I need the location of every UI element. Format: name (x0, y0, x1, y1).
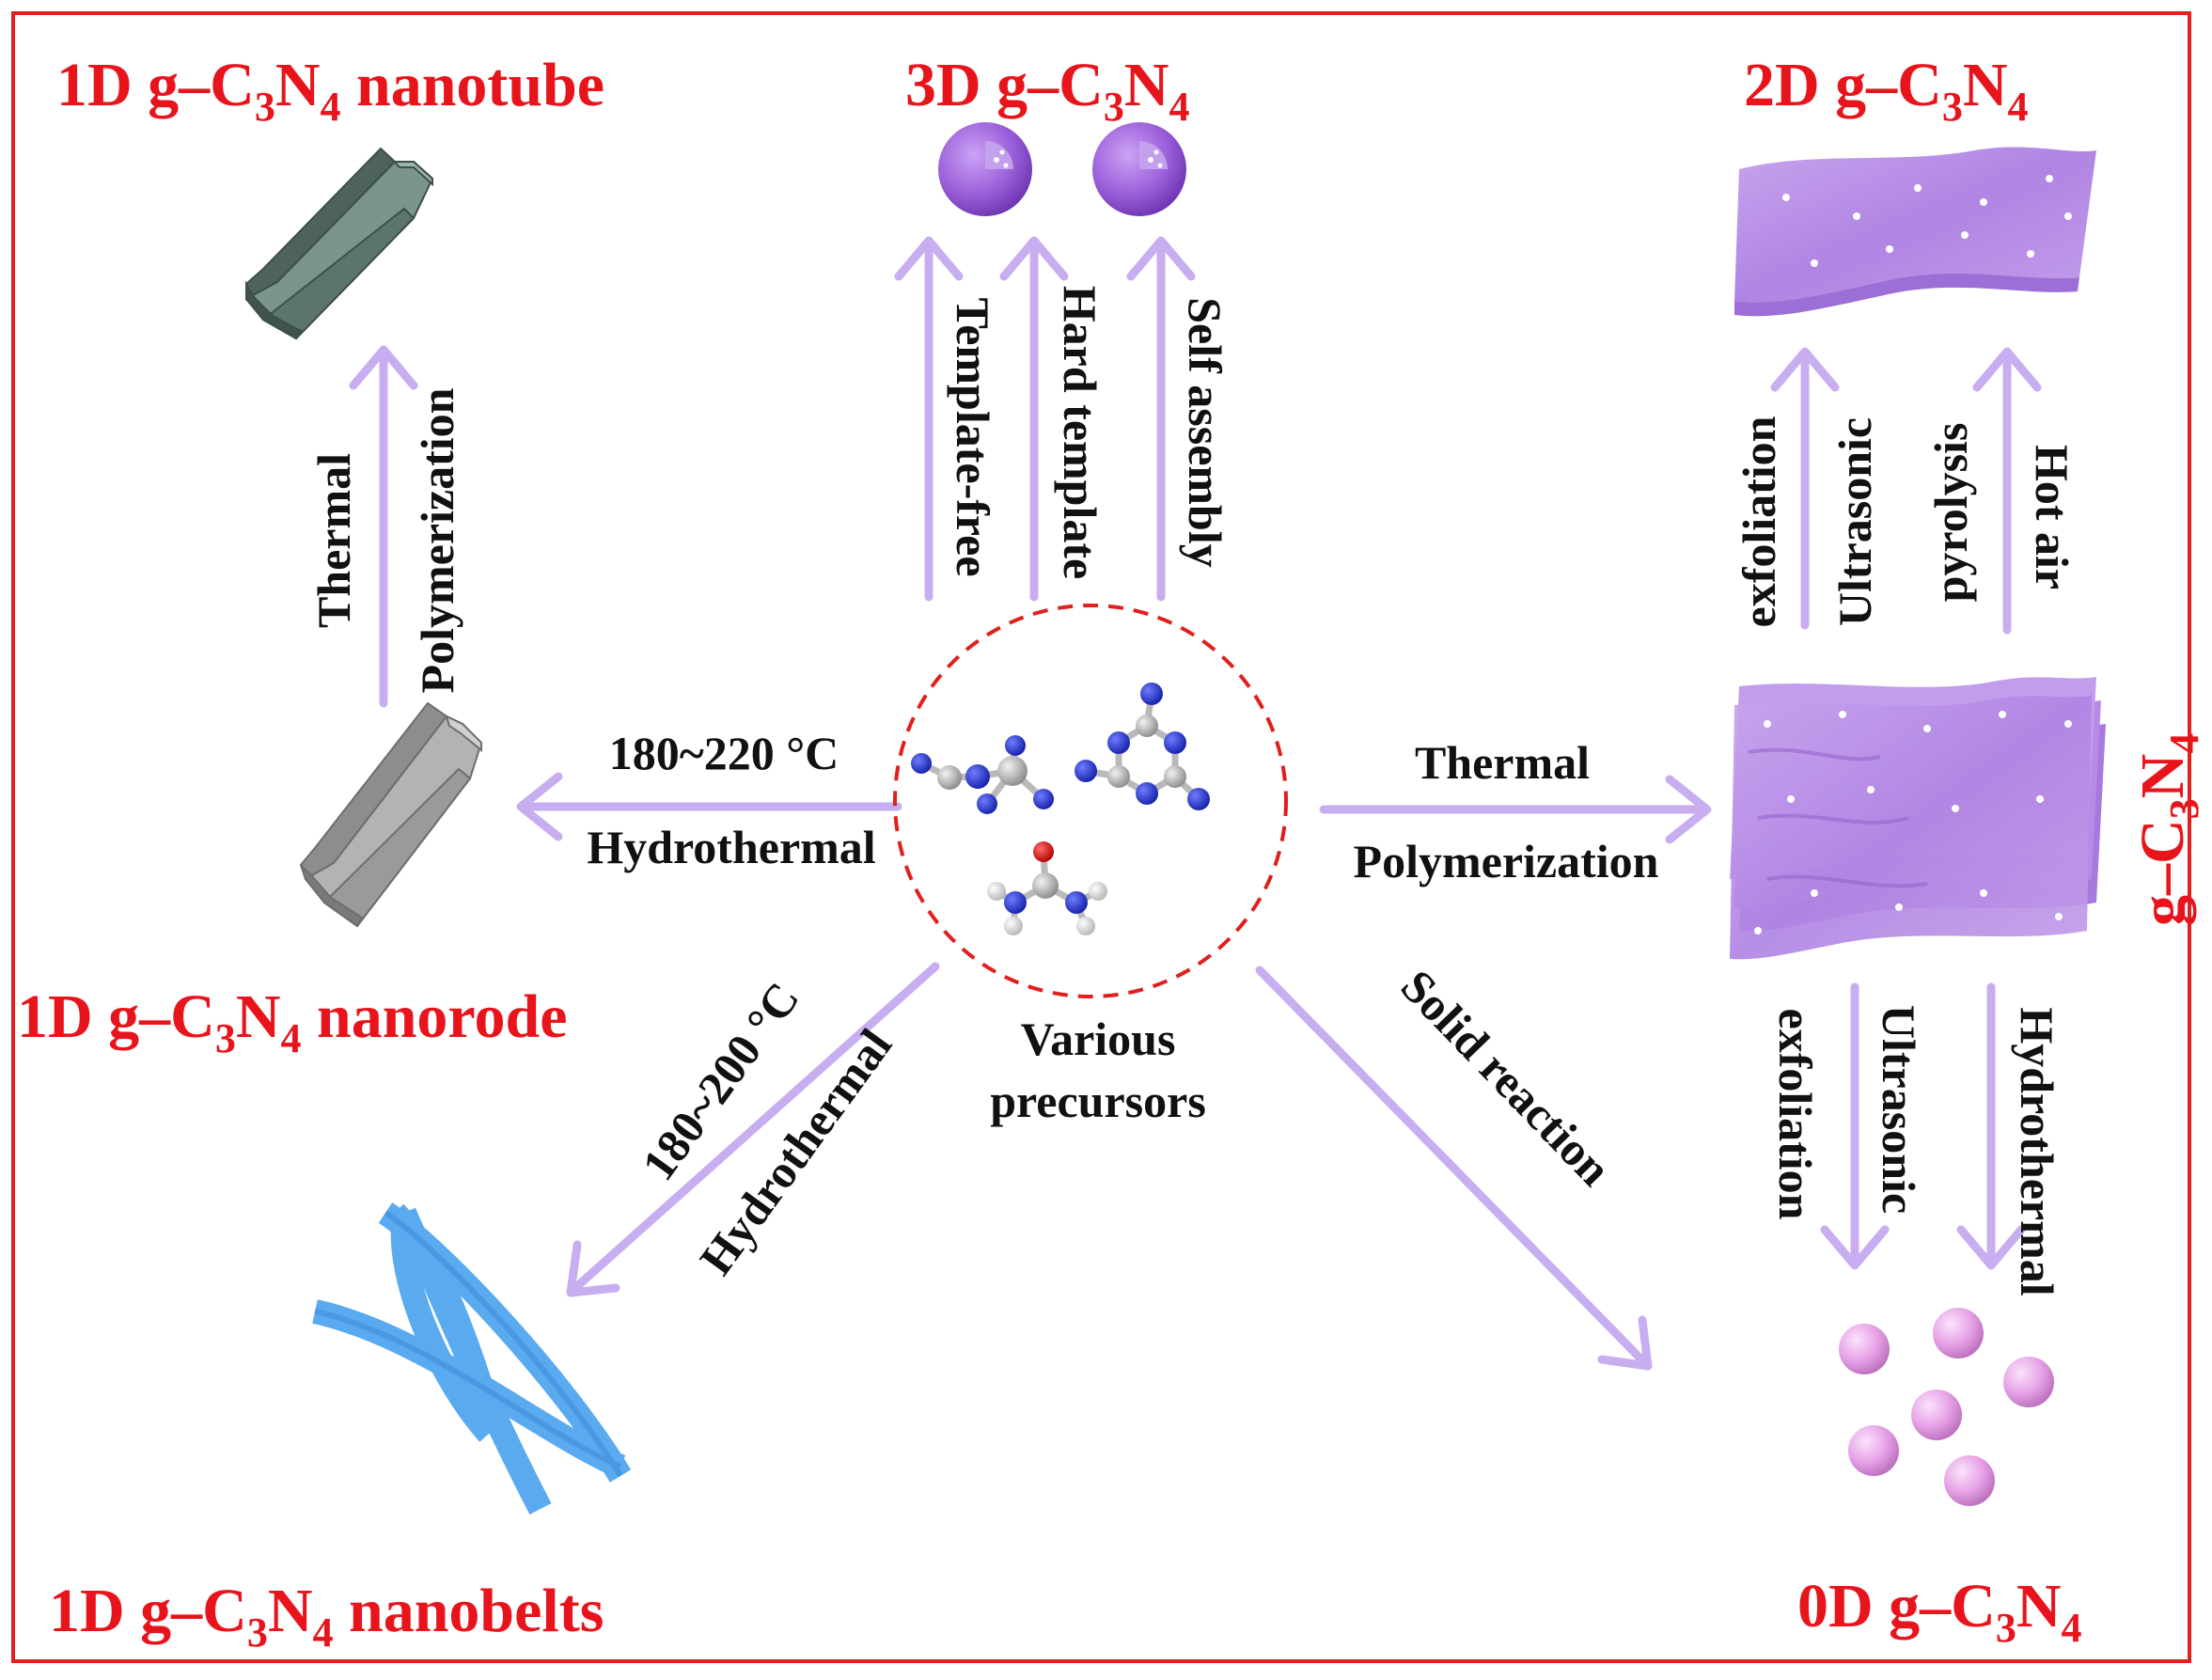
melamine-molecule (1075, 683, 1210, 810)
quantum-dots-0d (1839, 1308, 2054, 1506)
sphere-3d-right (1092, 122, 1186, 216)
label-self-assembly: Self assembly (1179, 297, 1232, 568)
label-ultrasonic-2: Ultrasonic (1873, 1005, 1925, 1214)
arrow-hydrothermal-down (1956, 982, 2026, 1270)
title-bulk: g–C3N4 (2128, 733, 2207, 926)
label-thermal-1: Thermal (307, 453, 360, 628)
label-polymerization-2: Polymerization (1354, 835, 1659, 887)
label-polymerization-1: Polymerization (411, 387, 463, 693)
arrow-hard-template (999, 236, 1069, 602)
label-hard-template: Hard template (1054, 286, 1106, 579)
title-1d-nanorode: 1D g–C3N4 nanorode (17, 982, 568, 1061)
title-0d: 0D g–C3N4 (1797, 1572, 2082, 1651)
arrow-hydrothermal-to-nanorode (516, 772, 902, 841)
label-exfoliation-1: exfoliation (1733, 416, 1785, 627)
arrow-ultrasonic-down (1820, 982, 1890, 1270)
title-3d: 3D g–C3N4 (905, 51, 1190, 130)
arrow-thermal-to-bulk (1319, 775, 1712, 844)
nanotube-prism (244, 147, 434, 340)
dicyandiamide-molecule (911, 735, 1054, 814)
precursor-circle (893, 604, 1288, 998)
label-hot-air: Hot air (2026, 445, 2079, 589)
arrow-self-assembly (1126, 236, 1196, 602)
label-hydrothermal-1: Hydrothermal (587, 821, 875, 873)
arrow-hydrothermal-to-nanobelts (566, 962, 940, 1297)
bulk-layered-sheets (1730, 677, 2106, 960)
title-1d-nanotube: 1D g–C3N4 nanotube (56, 51, 604, 130)
sphere-3d-left (938, 122, 1032, 216)
label-temp-220: 180~220 °C (609, 727, 839, 779)
arrow-solid-reaction (1255, 966, 1653, 1371)
label-solid-reaction: Solid reaction (1391, 960, 1622, 1196)
nanorod-prism (299, 701, 483, 928)
nanobelts-shade (314, 1210, 623, 1478)
title-2d: 2D g–C3N4 (1744, 51, 2029, 130)
arrow-template-free (894, 236, 964, 602)
label-pyrolysis: pyrolysis (1924, 423, 1977, 603)
label-ultrasonic-1: Ultrasonic (1828, 417, 1881, 626)
arrow-hot-air-up (1972, 347, 2042, 635)
label-exfoliation-2: exfoliation (1769, 1009, 1822, 1220)
diagram-frame (11, 11, 2191, 1663)
label-thermal-2: Thermal (1415, 736, 1590, 789)
label-various: Various (1021, 1013, 1176, 1065)
label-hydrothermal-3: Hydrothermal (2011, 1007, 2063, 1295)
urea-molecule (987, 841, 1107, 935)
title-1d-nanobelts: 1D g–C3N4 nanobelts (49, 1577, 604, 1656)
sheet-2d (1734, 147, 2096, 317)
arrow-thermal-to-nanotube (349, 345, 418, 708)
arrows (349, 236, 2042, 1371)
arrow-ultrasonic-up (1770, 347, 1840, 630)
label-precursors: precursors (990, 1075, 1206, 1127)
label-template-free: Template-free (947, 297, 999, 576)
